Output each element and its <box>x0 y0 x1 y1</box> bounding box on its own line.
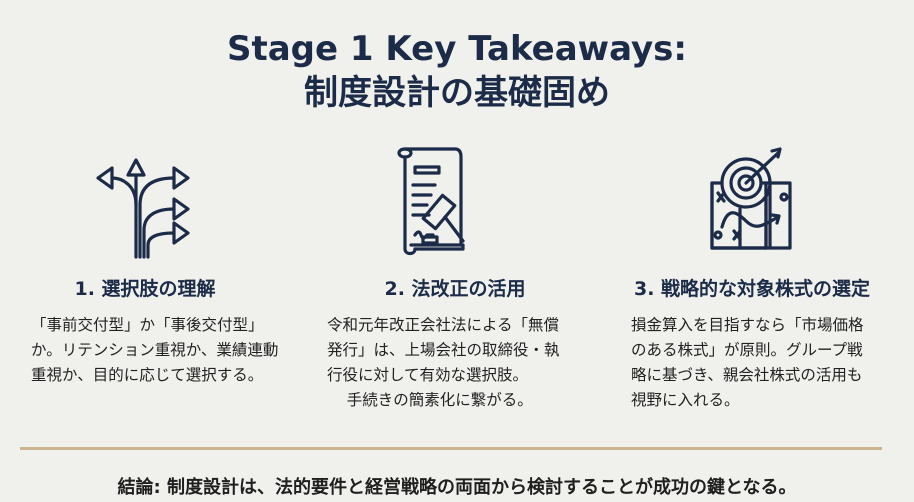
legal-document-gavel-icon <box>397 147 465 256</box>
takeaway-2-heading: 2. 法改正の活用 <box>384 278 526 300</box>
target-strategy-map-icon <box>710 147 792 260</box>
takeaway-3-body: 損金算入を目指すなら「市場価格 のある株式」が原則。グループ戦 略に基づき、親会… <box>631 316 864 409</box>
takeaway-1-heading: 1. 選択肢の理解 <box>74 278 216 300</box>
branching-arrows-icon <box>96 158 190 259</box>
title-line-1: Stage 1 Key Takeaways: <box>227 29 687 69</box>
takeaway-2-body: 令和元年改正会社法による「無償 発行」は、上場会社の取締役・執 行役に対して有効… <box>327 316 560 409</box>
divider <box>20 447 882 450</box>
title-line-2: 制度設計の基礎固め <box>304 73 610 113</box>
conclusion: 結論: 制度設計は、法的要件と経営戦略の両面から検討することが成功の鍵となる。 <box>117 477 797 498</box>
takeaway-1-body: 「事前交付型」か「事後交付型」 か。リテンション重視か、業績連動 重視か、目的に… <box>31 316 279 384</box>
takeaway-3-heading: 3. 戦略的な対象株式の選定 <box>633 278 871 300</box>
